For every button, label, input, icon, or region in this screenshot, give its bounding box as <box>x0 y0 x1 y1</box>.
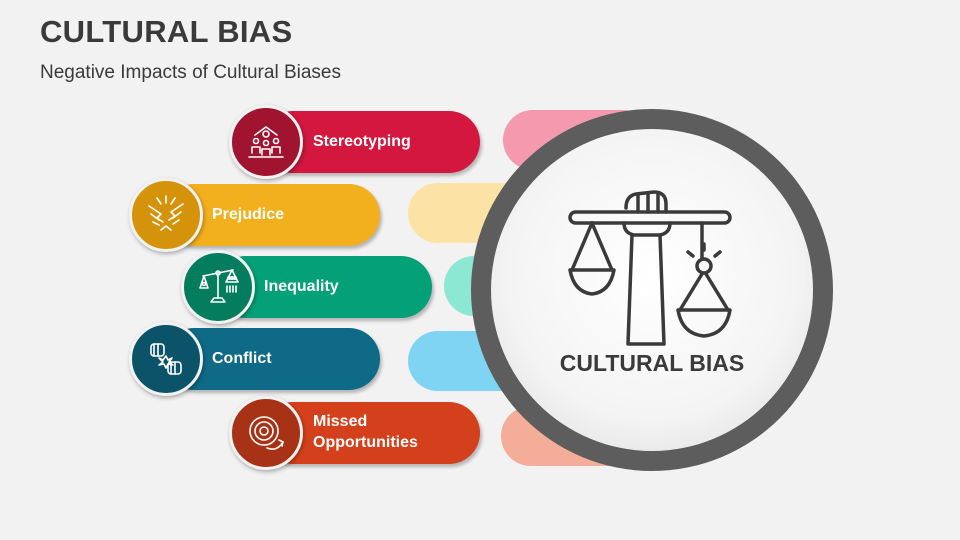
fist-clash-icon <box>129 322 203 396</box>
hand-holding-scales-icon <box>568 190 732 346</box>
impact-label-conflict: Conflict <box>212 350 272 367</box>
page-title: CULTURAL BIAS <box>40 14 293 49</box>
impact-label-prejudice: Prejudice <box>212 206 285 223</box>
pointing-hands-icon <box>129 178 203 252</box>
classroom-icon <box>229 105 303 179</box>
impact-label-missed-opportunities: Missed Opportunities <box>313 413 418 451</box>
target-miss-icon <box>229 396 303 470</box>
page-subtitle: Negative Impacts of Cultural Biases <box>40 62 341 83</box>
impact-label-inequality: Inequality <box>264 278 339 295</box>
impact-label-stereotyping: Stereotyping <box>313 133 411 150</box>
center-disc <box>491 129 813 451</box>
center-label: CULTURAL BIAS <box>559 350 745 376</box>
unbalanced-scale-icon <box>181 250 255 324</box>
